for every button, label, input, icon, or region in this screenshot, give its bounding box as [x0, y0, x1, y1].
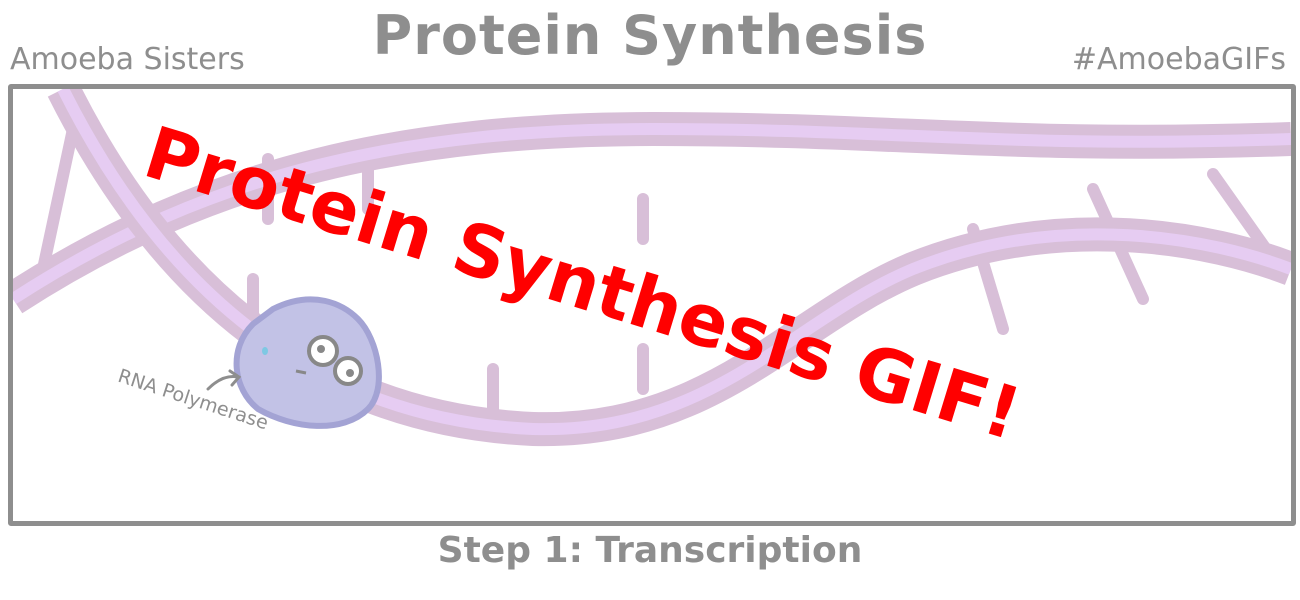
dna-double-helix-icon: [13, 89, 1291, 447]
arrow-icon: [206, 369, 242, 391]
hashtag-label: #AmoebaGIFs: [1071, 42, 1286, 77]
illustration-frame: [8, 84, 1296, 526]
step-caption: Step 1: Transcription: [437, 530, 863, 571]
page-title: Protein Synthesis: [372, 4, 928, 67]
rna-polymerase-character-icon: [233, 296, 382, 429]
brand-label: Amoeba Sisters: [10, 42, 245, 77]
